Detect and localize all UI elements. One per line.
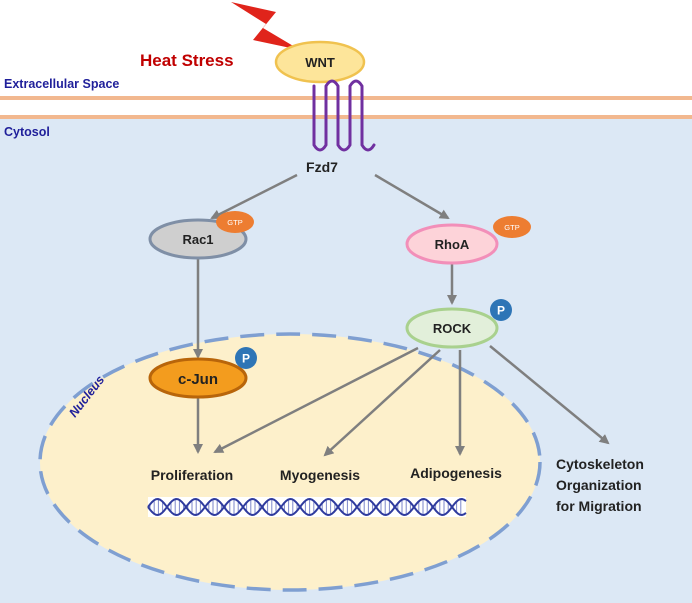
extracellular-label: Extracellular Space [4, 77, 119, 91]
rhoa-gtp-badge [493, 216, 531, 238]
cytosol-label: Cytosol [4, 125, 50, 139]
rac1-label: Rac1 [182, 232, 213, 247]
cytoskeleton-label-line2: Organization [556, 477, 642, 493]
cjun-phospho-badge [235, 347, 257, 369]
cjun-phospho-label: P [242, 352, 250, 366]
rhoa-node [405, 223, 499, 265]
cytoskeleton-label-line3: for Migration [556, 498, 642, 514]
cytoskeleton-label-line1: Cytoskeleton [556, 456, 644, 472]
arrow-rock-to-proliferation [213, 346, 419, 454]
dna-strand-1 [147, 498, 467, 516]
arrow-fzd7-to-rhoa [374, 173, 450, 220]
fzd7-receptor-icon [312, 79, 376, 152]
heat-stress-label: Heat Stress [140, 51, 234, 70]
rock-phospho-badge [490, 299, 512, 321]
rhoa-gtp-label: GTP [504, 223, 519, 232]
proliferation-label: Proliferation [151, 467, 233, 483]
rac1-gtp-label: GTP [227, 218, 242, 227]
rock-node [405, 307, 499, 349]
arrow-rock-to-cytoskeleton [489, 345, 610, 445]
rhoa-label: RhoA [435, 237, 470, 252]
wnt-node [274, 40, 366, 84]
arrow-rock-to-myogenesis [323, 349, 441, 457]
rock-label: ROCK [433, 321, 472, 336]
fzd7-label: Fzd7 [306, 159, 338, 175]
cjun-node [148, 357, 248, 399]
wnt-label: WNT [305, 55, 335, 70]
cjun-label: c-Jun [178, 371, 218, 388]
adipogenesis-label: Adipogenesis [410, 465, 502, 481]
nucleus-ellipse [38, 332, 542, 592]
arrow-fzd7-to-rac1 [210, 173, 298, 220]
dna-helix-icon [147, 497, 467, 517]
myogenesis-label: Myogenesis [280, 467, 360, 483]
dna-strand-2 [147, 498, 467, 516]
rock-phospho-label: P [497, 304, 505, 318]
rac1-gtp-badge [216, 211, 254, 233]
lightning-bolt-icon [231, 2, 300, 50]
